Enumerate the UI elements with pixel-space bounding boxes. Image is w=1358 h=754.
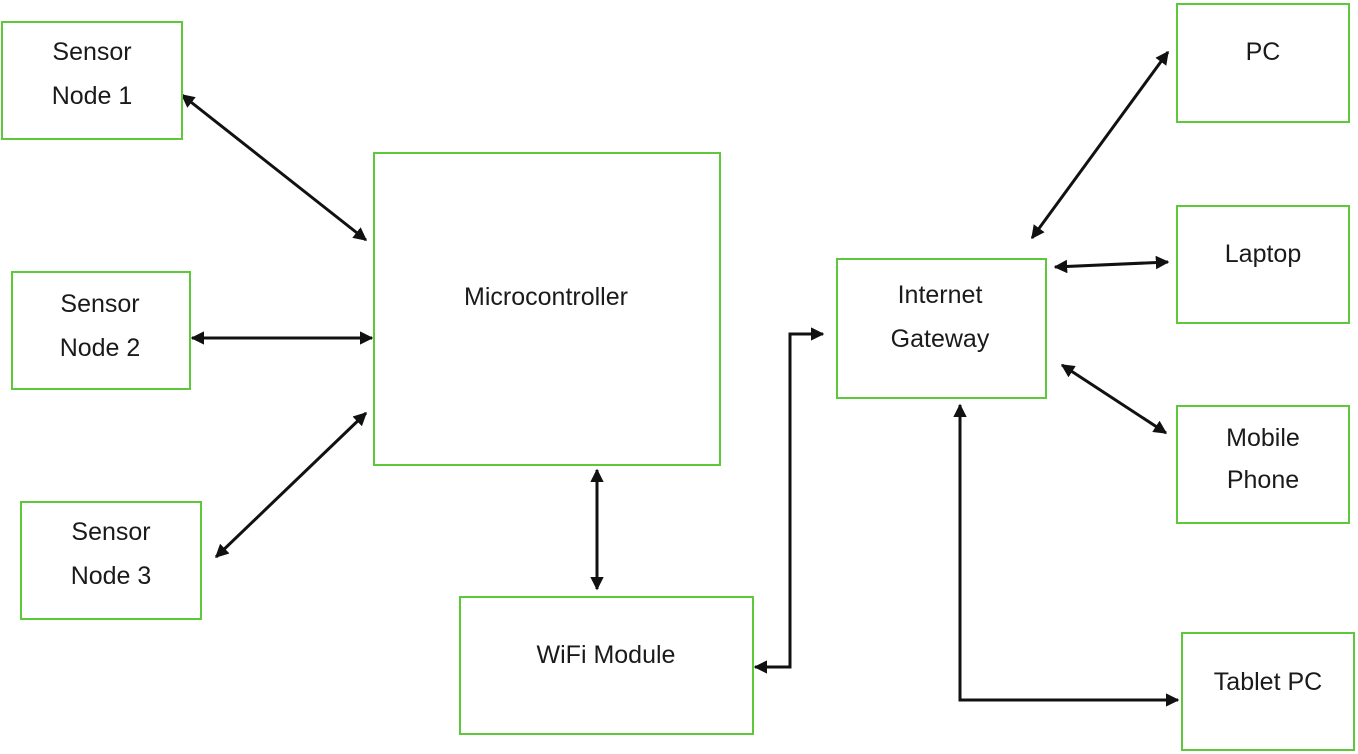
edge-sensor3-microcontroller — [214, 411, 368, 559]
svg-text:Laptop: Laptop — [1225, 240, 1301, 268]
gateway-label-line2: Gateway — [891, 325, 990, 353]
svg-text:Tablet PC: Tablet PC — [1214, 668, 1322, 696]
sensor-node-2-label-line1: Sensor — [60, 290, 139, 318]
node-wifi-module: WiFi Module — [459, 596, 754, 735]
microcontroller-label: Microcontroller — [464, 283, 628, 311]
edge-wifi-gateway — [753, 327, 825, 674]
svg-text:WiFi Module: WiFi Module — [537, 641, 676, 669]
sensor-node-3-label-line1: Sensor — [71, 518, 150, 546]
edge-gateway-laptop — [1053, 255, 1170, 274]
tablet-pc-label: Tablet PC — [1214, 668, 1322, 696]
sensor-node-3-label-line2: Node 3 — [71, 562, 152, 590]
node-laptop: Laptop — [1176, 205, 1350, 324]
laptop-label: Laptop — [1225, 240, 1301, 268]
pc-label: PC — [1246, 38, 1281, 66]
node-microcontroller: Microcontroller — [373, 152, 721, 466]
sensor-node-1-label-line1: Sensor — [52, 38, 131, 66]
svg-text:Microcontroller: Microcontroller — [464, 283, 628, 311]
mobile-phone-label-line1: Mobile — [1226, 424, 1300, 452]
node-pc: PC — [1176, 3, 1350, 123]
mobile-phone-label-line2: Phone — [1227, 466, 1299, 494]
edge-gateway-tablet — [953, 403, 1180, 707]
node-tablet-pc: Tablet PC — [1181, 632, 1355, 751]
edge-gateway-mobile — [1060, 363, 1168, 435]
connectors — [180, 50, 1180, 707]
svg-text:PC: PC — [1246, 38, 1281, 66]
edge-sensor1-microcontroller — [180, 93, 368, 242]
sensor-node-2-label-line2: Node 2 — [60, 334, 141, 362]
edge-gateway-pc — [1030, 50, 1170, 240]
wifi-module-label: WiFi Module — [537, 641, 676, 669]
sensor-node-1-label-line2: Node 1 — [52, 82, 133, 110]
gateway-label-line1: Internet — [898, 281, 983, 309]
